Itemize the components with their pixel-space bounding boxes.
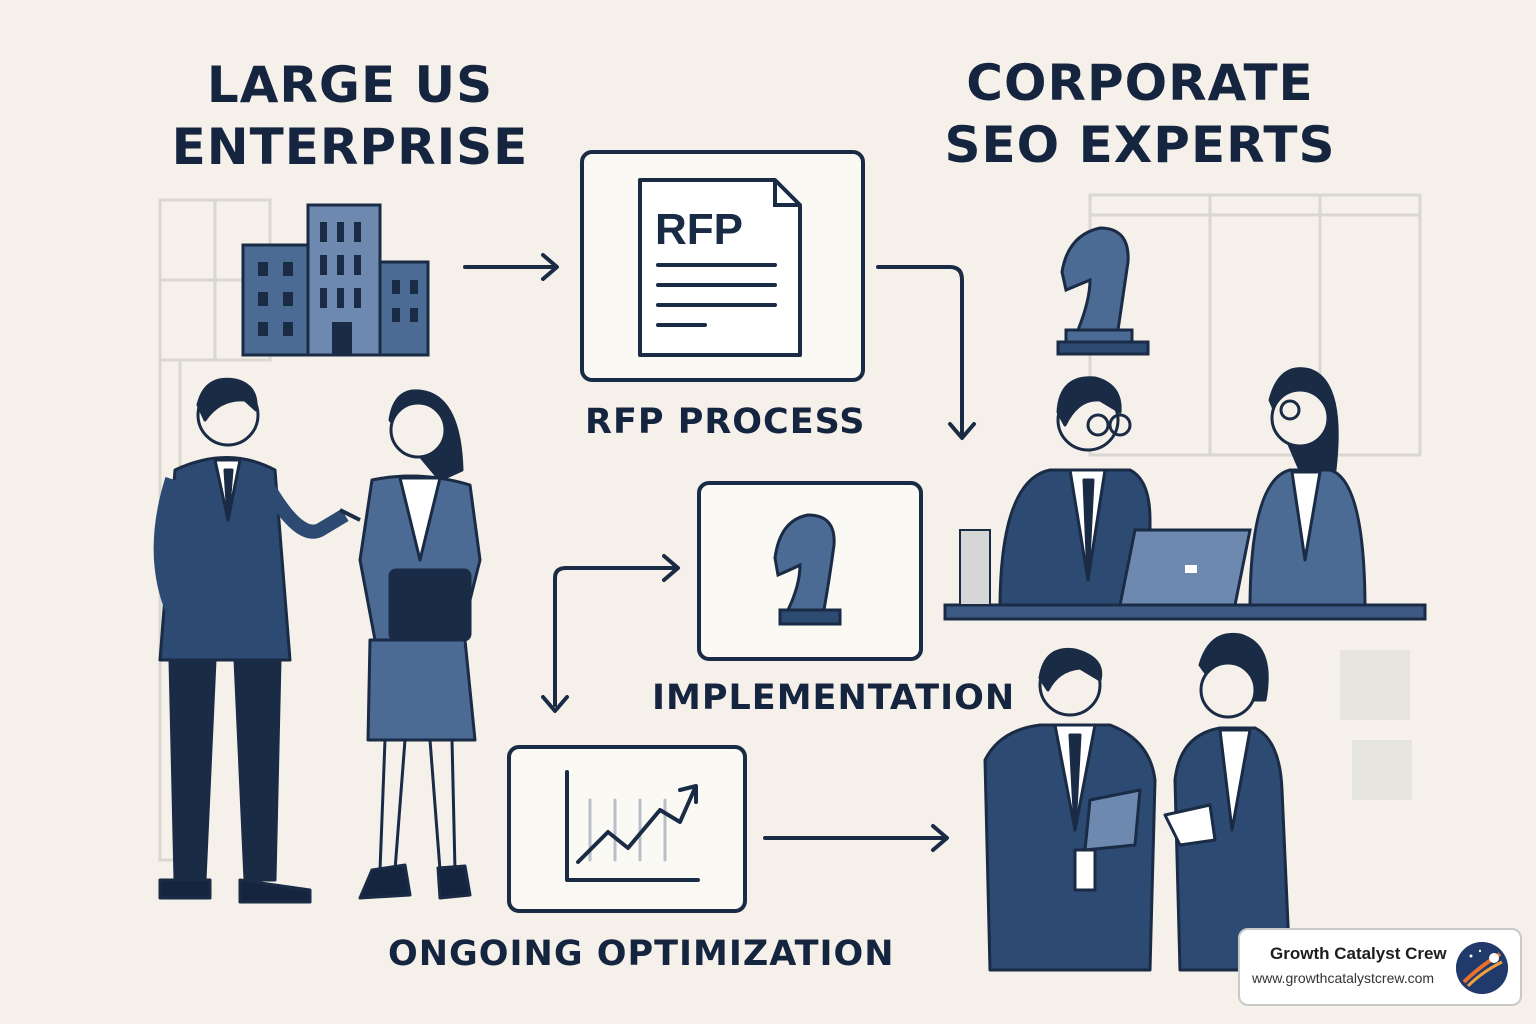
office-building-icon xyxy=(241,203,430,357)
brand-name: Growth Catalyst Crew xyxy=(1270,944,1447,963)
optimization-step-box[interactable] xyxy=(507,745,747,913)
enterprise-woman-figure xyxy=(358,389,482,900)
seo-expert-woman-figure xyxy=(1248,367,1367,612)
enterprise-man-figure xyxy=(153,377,361,904)
enterprise-heading-line2: ENTERPRISE xyxy=(171,118,529,176)
branding-badge[interactable]: Growth Catalyst Crew www.growthcatalystc… xyxy=(1238,928,1522,1006)
experts-heading-line1: CORPORATE xyxy=(966,54,1314,112)
experts-heading: CORPORATE SEO EXPERTS xyxy=(920,52,1360,176)
arrow-enterprise-to-rfp xyxy=(463,253,559,281)
growth-chart-icon-front xyxy=(565,770,700,882)
window-right-background xyxy=(1088,193,1422,800)
arrow-to-implementation xyxy=(541,554,680,713)
arrow-optimization-to-team xyxy=(763,824,949,852)
meeting-desk xyxy=(943,529,1427,621)
implementation-knight-icon-front xyxy=(773,513,842,626)
brand-url[interactable]: www.growthcatalystcrew.com xyxy=(1252,970,1435,986)
rfp-document-icon-front xyxy=(638,178,802,357)
rfp-document-title: RFP xyxy=(655,205,743,254)
arrow-rfp-to-experts xyxy=(876,265,976,440)
rfp-process-label: RFP PROCESS xyxy=(585,402,866,442)
chess-knight-icon xyxy=(1056,226,1150,356)
expert-tablet-man-figure xyxy=(983,647,1157,972)
implementation-label: IMPLEMENTATION xyxy=(652,678,1016,718)
expert-tablet-woman-figure xyxy=(1163,632,1292,972)
enterprise-heading: LARGE US ENTERPRISE xyxy=(140,54,560,178)
seo-expert-man-figure xyxy=(998,376,1152,612)
enterprise-heading-line1: LARGE US xyxy=(206,56,494,114)
flow-arrows xyxy=(463,253,976,852)
ongoing-optimization-label: ONGOING OPTIMIZATION xyxy=(388,934,895,974)
experts-heading-line2: SEO EXPERTS xyxy=(944,116,1336,174)
rocket-logo-icon xyxy=(1456,942,1508,994)
